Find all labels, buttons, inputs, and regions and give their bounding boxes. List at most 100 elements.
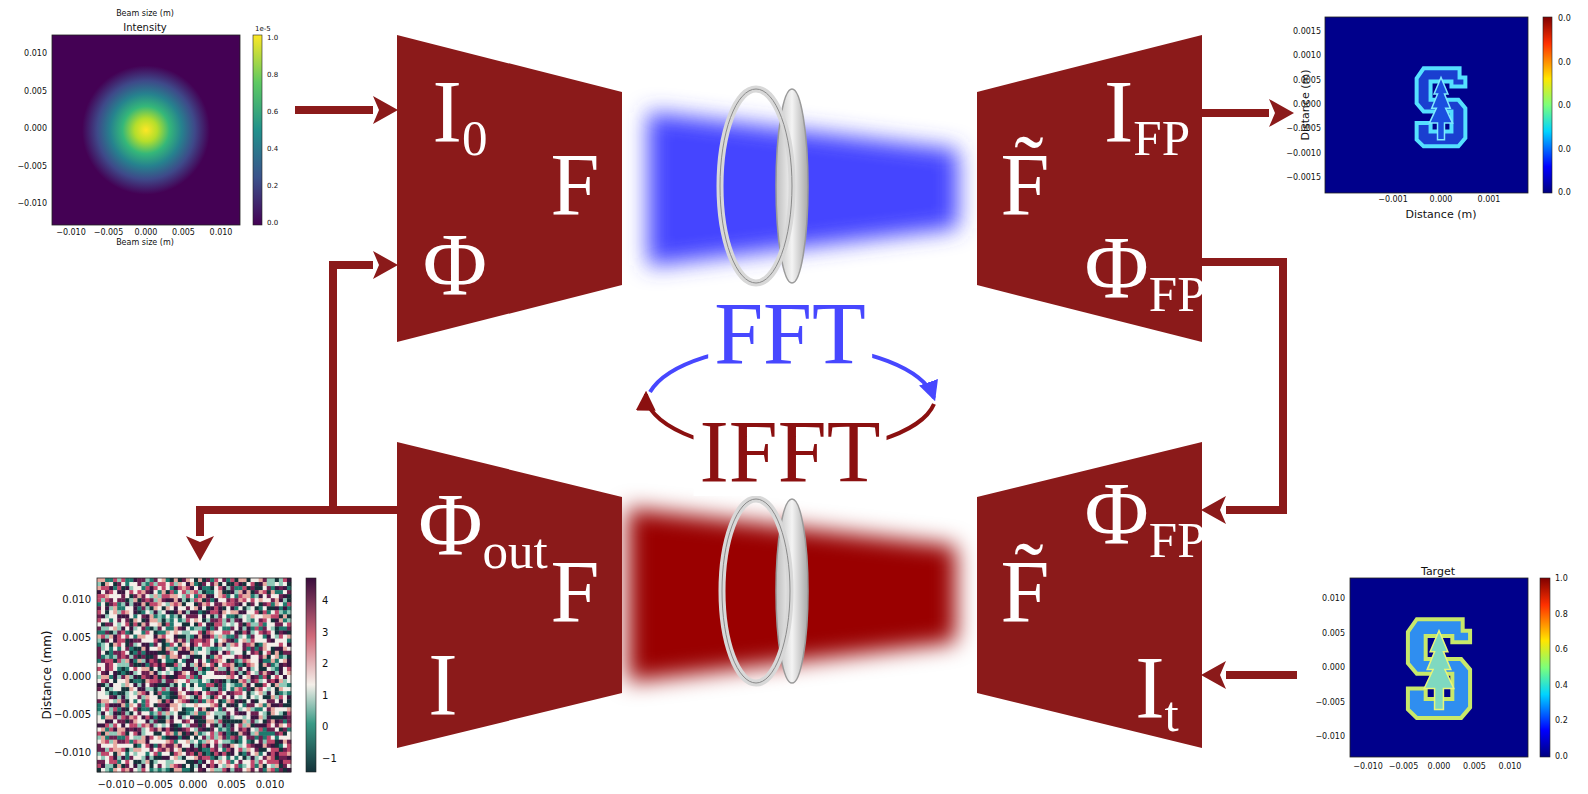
noise-cell <box>109 752 113 756</box>
noise-cell <box>190 594 194 598</box>
noise-cell <box>113 707 117 711</box>
noise-cell <box>198 663 202 667</box>
noise-cell <box>186 703 190 707</box>
noise-cell <box>210 732 214 736</box>
noise-cell <box>125 724 129 728</box>
noise-cell <box>230 756 234 760</box>
noise-cell <box>109 748 113 752</box>
noise-cell <box>243 744 247 748</box>
noise-cell <box>162 647 166 651</box>
noise-cell <box>133 748 137 752</box>
noise-cell <box>109 639 113 643</box>
noise-cell <box>259 728 263 732</box>
noise-cell <box>97 635 101 639</box>
noise-cell <box>251 760 255 764</box>
noise-cell <box>222 651 226 655</box>
noise-cell <box>178 675 182 679</box>
noise-cell <box>166 647 170 651</box>
noise-cell <box>109 732 113 736</box>
noise-cell <box>109 703 113 707</box>
noise-cell <box>243 602 247 606</box>
noise-cell <box>162 614 166 618</box>
colorbar <box>1543 17 1552 193</box>
noise-cell <box>243 703 247 707</box>
noise-cell <box>202 635 206 639</box>
noise-cell <box>97 598 101 602</box>
noise-cell <box>243 748 247 752</box>
noise-cell <box>101 671 105 675</box>
noise-cell <box>218 598 222 602</box>
noise-cell <box>133 622 137 626</box>
noise-cell <box>218 736 222 740</box>
noise-cell <box>129 618 133 622</box>
noise-cell <box>158 590 162 594</box>
noise-cell <box>158 711 162 715</box>
noise-cell <box>202 614 206 618</box>
noise-cell <box>247 586 251 590</box>
noise-cell <box>238 614 242 618</box>
noise-cell <box>186 748 190 752</box>
noise-cell <box>222 736 226 740</box>
noise-cell <box>133 655 137 659</box>
noise-cell <box>162 764 166 768</box>
noise-cell <box>113 635 117 639</box>
noise-cell <box>247 715 251 719</box>
noise-cell <box>190 627 194 631</box>
noise-cell <box>109 683 113 687</box>
noise-cell <box>113 586 117 590</box>
noise-cell <box>238 622 242 626</box>
noise-cell <box>162 703 166 707</box>
noise-cell <box>101 586 105 590</box>
noise-cell <box>117 586 121 590</box>
noise-cell <box>125 631 129 635</box>
noise-cell <box>210 627 214 631</box>
noise-cell <box>141 643 145 647</box>
noise-cell <box>146 764 150 768</box>
noise-cell <box>150 752 154 756</box>
noise-cell <box>146 602 150 606</box>
noise-cell <box>255 744 259 748</box>
noise-cell <box>230 582 234 586</box>
noise-cell <box>141 736 145 740</box>
noise-cell <box>129 586 133 590</box>
noise-cell <box>158 744 162 748</box>
noise-cell <box>158 748 162 752</box>
noise-cell <box>190 715 194 719</box>
noise-cell <box>247 627 251 631</box>
noise-cell <box>117 602 121 606</box>
noise-cell <box>141 728 145 732</box>
noise-cell <box>166 695 170 699</box>
noise-cell <box>117 651 121 655</box>
noise-cell <box>230 671 234 675</box>
noise-cell <box>190 651 194 655</box>
noise-cell <box>230 691 234 695</box>
noise-cell <box>234 651 238 655</box>
noise-cell <box>230 627 234 631</box>
noise-cell <box>105 602 109 606</box>
noise-cell <box>178 756 182 760</box>
noise-cell <box>243 679 247 683</box>
tree <box>1429 77 1452 139</box>
noise-cell <box>186 732 190 736</box>
noise-cell <box>158 627 162 631</box>
noise-cell <box>129 679 133 683</box>
noise-cell <box>109 594 113 598</box>
noise-cell <box>214 618 218 622</box>
noise-cell <box>174 752 178 756</box>
noise-cell <box>198 744 202 748</box>
noise-cell <box>113 748 117 752</box>
noise-cell <box>101 594 105 598</box>
noise-cell <box>101 679 105 683</box>
noise-cell <box>125 659 129 663</box>
noise-cell <box>206 764 210 768</box>
noise-cell <box>230 643 234 647</box>
noise-cell <box>247 659 251 663</box>
noise-cell <box>162 602 166 606</box>
noise-cell <box>178 622 182 626</box>
noise-cell <box>158 635 162 639</box>
noise-cell <box>259 598 263 602</box>
noise-cell <box>210 695 214 699</box>
noise-cell <box>154 683 158 687</box>
noise-cell <box>214 699 218 703</box>
noise-cell <box>141 647 145 651</box>
